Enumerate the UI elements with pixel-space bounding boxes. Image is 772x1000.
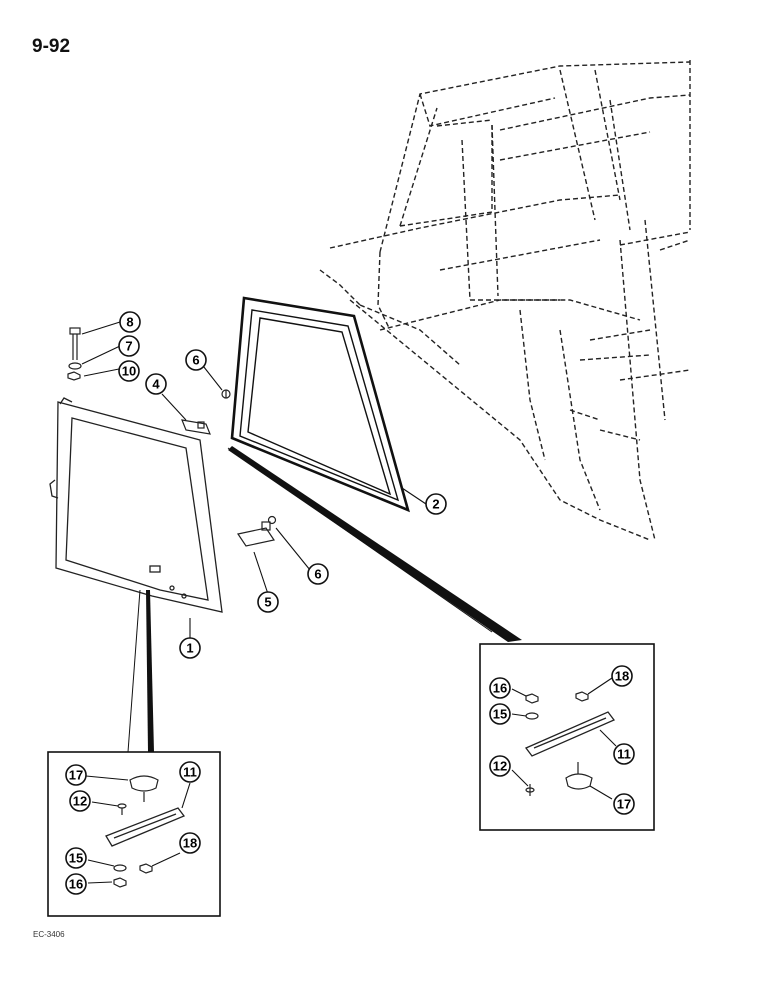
- callout-7-label: 7: [125, 339, 132, 354]
- right-callout-17-label: 17: [617, 797, 631, 812]
- right-callout-15: [489, 703, 511, 725]
- callout-10-label: 10: [122, 364, 136, 379]
- figure-code: EC-3406: [33, 930, 65, 939]
- left-callout-16: [65, 873, 87, 895]
- callout-6-lower: [307, 563, 329, 585]
- right-callout-18: [611, 665, 633, 687]
- callout-6-lower-label: 6: [314, 567, 321, 582]
- right-callout-12-label: 12: [493, 759, 507, 774]
- callout-5-label: 5: [264, 595, 271, 610]
- right-callout-11: [613, 743, 635, 765]
- right-callout-17: [613, 793, 635, 815]
- callout-6-upper-label: 6: [192, 353, 199, 368]
- left-callout-11-label: 11: [183, 765, 197, 780]
- left-callout-18-label: 18: [183, 836, 197, 851]
- callout-8: [119, 311, 141, 333]
- left-callout-15-label: 15: [69, 851, 83, 866]
- left-callout-12: [69, 790, 91, 812]
- washer-7: [68, 362, 82, 370]
- right-callout-18-label: 18: [615, 669, 629, 684]
- screw-6-lower: [267, 515, 277, 525]
- right-callout-15-label: 15: [493, 707, 507, 722]
- right-callout-16-label: 16: [493, 681, 507, 696]
- left-callout-15: [65, 847, 87, 869]
- bolt-8: [69, 327, 81, 360]
- callout-5: [257, 591, 279, 613]
- right-callout-16: [489, 677, 511, 699]
- left-callout-12-label: 12: [73, 794, 87, 809]
- callout-1-label: 1: [186, 641, 193, 656]
- right-callout-12: [489, 755, 511, 777]
- window-frame-1: [49, 397, 223, 613]
- callout-6-upper: [185, 349, 207, 371]
- screw-6-upper: [221, 389, 231, 399]
- callout-2: [425, 493, 447, 515]
- right-callout-11-label: 11: [617, 747, 631, 762]
- callout-1: [179, 637, 201, 659]
- nut-10: [67, 371, 81, 381]
- callout-7: [118, 335, 140, 357]
- callout-8-label: 8: [126, 315, 133, 330]
- left-callout-11: [179, 761, 201, 783]
- callout-4: [145, 373, 167, 395]
- left-callout-18: [179, 832, 201, 854]
- callout-2-label: 2: [432, 497, 439, 512]
- callout-10: [118, 360, 140, 382]
- projection-lines: [127, 446, 522, 753]
- page-number: 9-92: [32, 36, 71, 57]
- leader-lines: [81, 321, 427, 644]
- callout-4-label: 4: [152, 377, 160, 392]
- left-callout-17: [65, 764, 87, 786]
- bracket-4: [181, 419, 211, 435]
- window-seal-2: [230, 296, 410, 513]
- bracket-5: [237, 521, 275, 547]
- left-callout-16-label: 16: [69, 877, 83, 892]
- left-callout-17-label: 17: [69, 768, 83, 783]
- cab-frame: [319, 60, 691, 541]
